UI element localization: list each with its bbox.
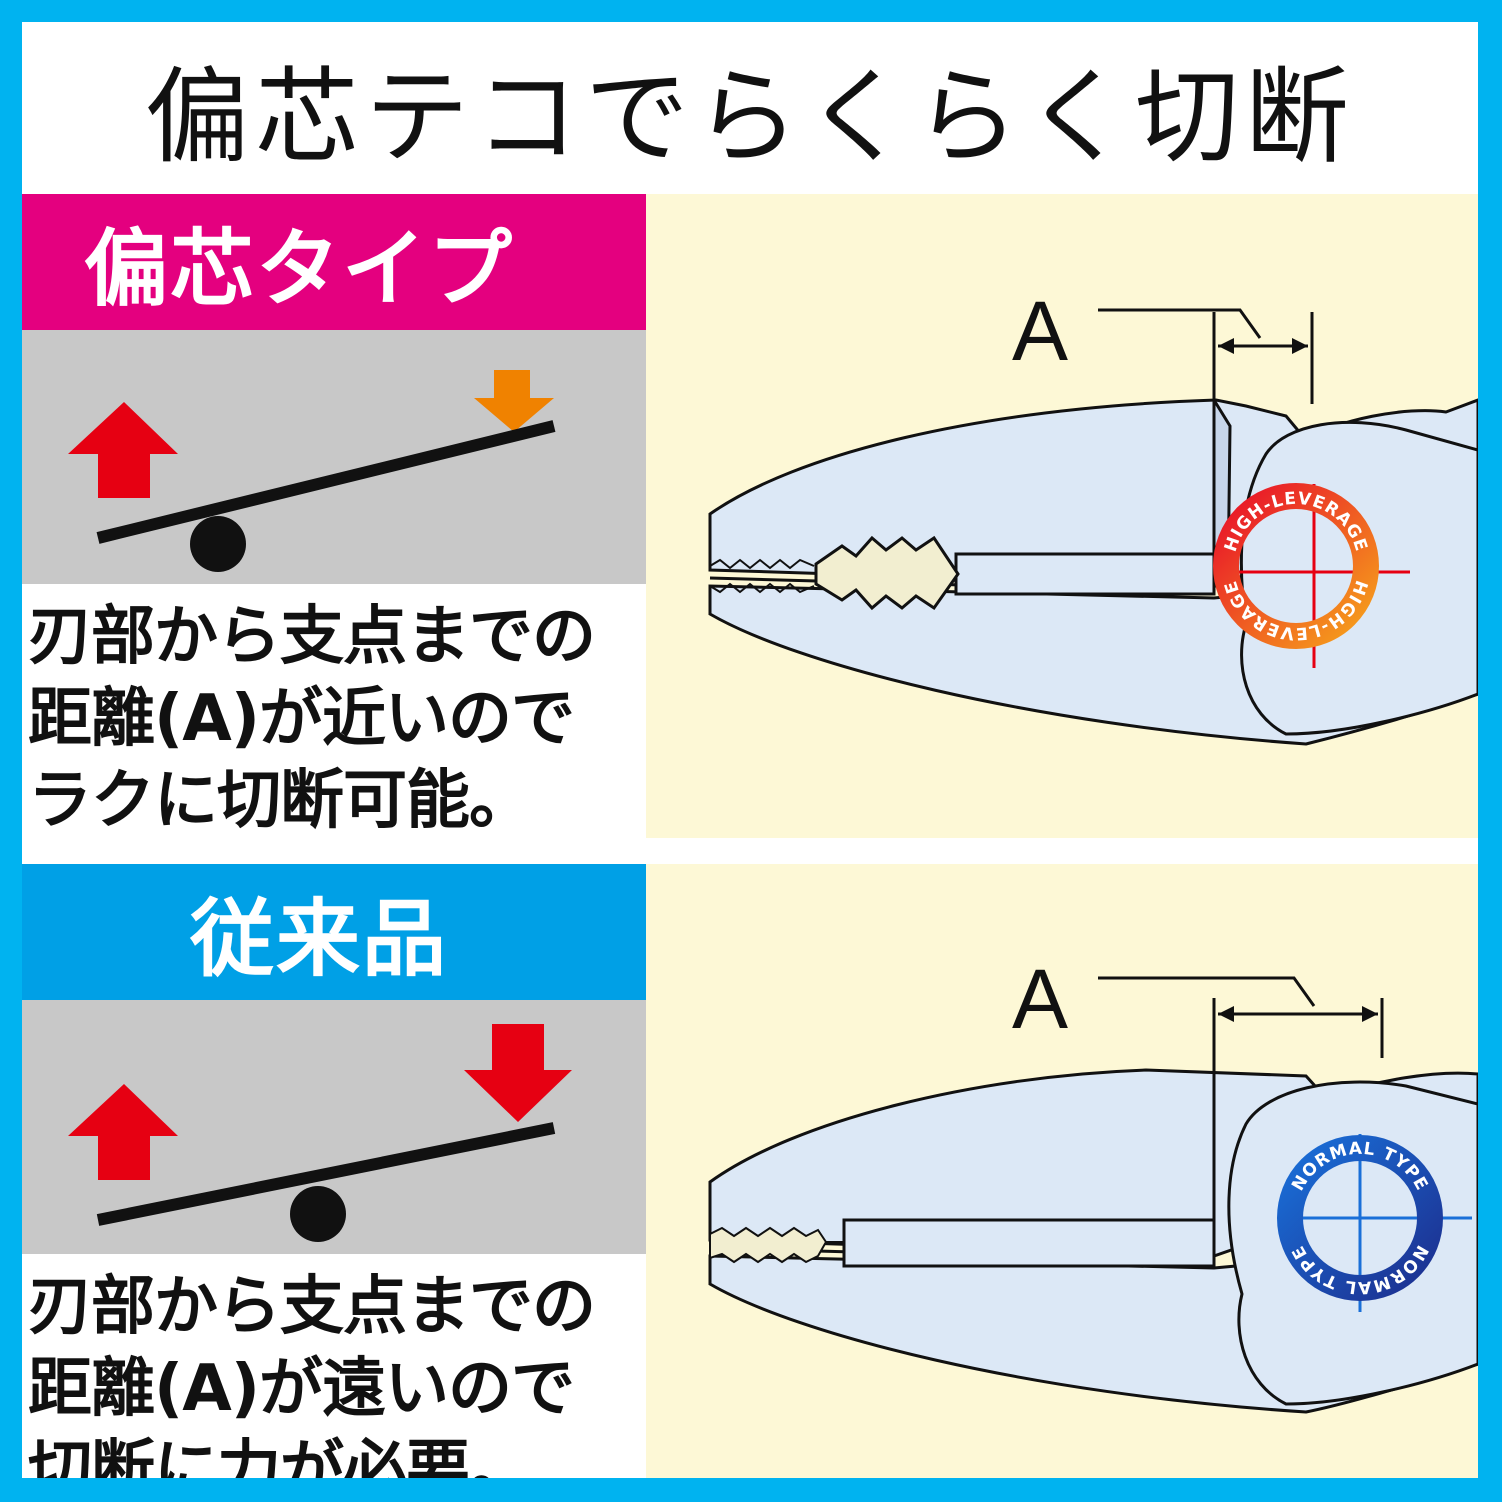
panel-header: 従来品 xyxy=(22,864,646,1000)
leader-line xyxy=(1098,308,1262,339)
pliers-diagram: A xyxy=(646,194,1478,838)
pivot-head xyxy=(1227,1080,1478,1406)
panel-eccentric-type: 偏芯タイプ 刃部から支点までの 距離(A)が近いので ラクに切断可能。 xyxy=(22,194,1478,838)
badge-ring-icon xyxy=(1277,1135,1443,1301)
arrow-up-icon xyxy=(68,1084,178,1180)
infographic-frame: 偏芯テコでらくらく切断 偏芯タイプ 刃部から支点までの 距離(A)が近いので ラ… xyxy=(22,22,1478,1478)
gripper-teeth xyxy=(709,1226,828,1264)
label-a: A xyxy=(1012,952,1068,1046)
left-column: 従来品 刃部から支点までの 距離(A)が遠いので 切断に力が必要。 xyxy=(22,864,646,1478)
leader-line xyxy=(1098,976,1316,1007)
fulcrum-dot xyxy=(190,516,246,572)
lever-illustration xyxy=(22,1000,646,1254)
page-title: 偏芯テコでらくらく切断 xyxy=(144,55,1355,178)
arrow-down-icon xyxy=(474,370,554,432)
panel-conventional: 従来品 刃部から支点までの 距離(A)が遠いので 切断に力が必要。 xyxy=(22,864,1478,1478)
panel-description: 刃部から支点までの 距離(A)が近いので ラクに切断可能。 xyxy=(28,600,596,838)
badge-ring-icon xyxy=(1213,483,1379,649)
arrow-down-icon xyxy=(464,1024,572,1122)
fulcrum-dot xyxy=(290,1186,346,1242)
label-a: A xyxy=(1012,284,1068,378)
lever-bar xyxy=(96,1122,556,1226)
lever-bar xyxy=(96,420,556,544)
gripper-teeth xyxy=(814,535,960,611)
pliers-diagram: A NORMAL TYPE xyxy=(646,864,1478,1478)
lever-illustration xyxy=(22,330,646,584)
arrow-up-icon xyxy=(68,402,178,498)
panel-header: 偏芯タイプ xyxy=(22,194,646,330)
left-column: 偏芯タイプ 刃部から支点までの 距離(A)が近いので ラクに切断可能。 xyxy=(22,194,646,838)
panel-description: 刃部から支点までの 距離(A)が遠いので 切断に力が必要。 xyxy=(28,1270,596,1478)
